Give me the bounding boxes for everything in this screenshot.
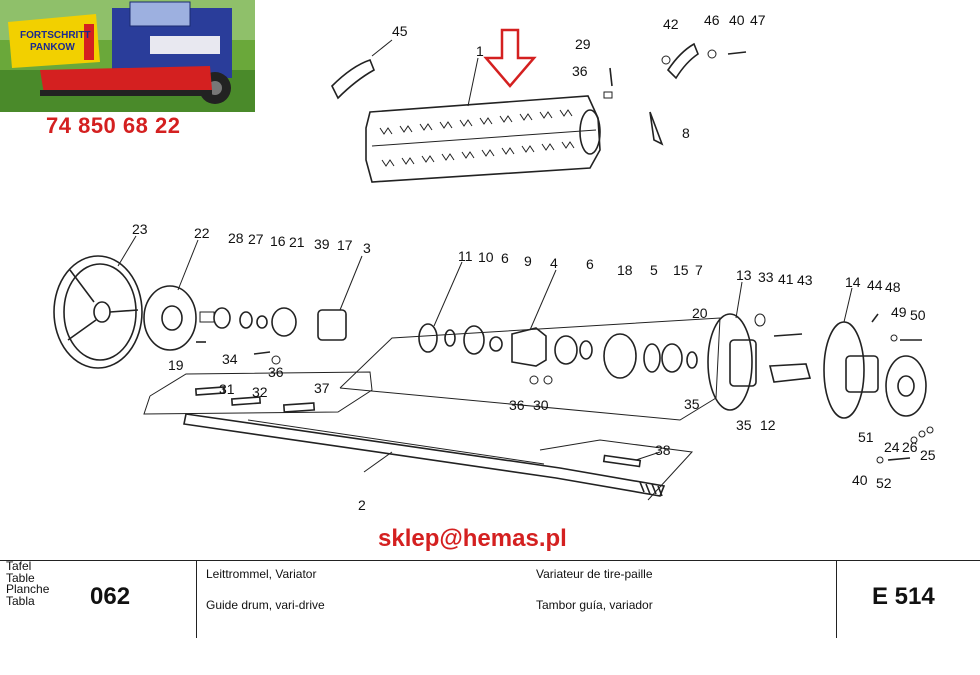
disc-14 (823, 321, 879, 419)
callout: 21 (289, 234, 305, 250)
down-arrow-icon (483, 28, 537, 88)
callout: 6 (501, 250, 509, 266)
divider (836, 561, 837, 638)
pulley-51 (885, 355, 927, 417)
divider (196, 561, 197, 638)
callout: 25 (920, 447, 936, 463)
shop-email[interactable]: sklep@hemas.pl (378, 525, 567, 552)
vari-drive-disc-13 (707, 313, 757, 411)
parts-diagram: 1 45 29 36 42 46 40 47 8 23 22 28 27 16 … (53, 12, 936, 513)
combine-harvester-image: FORTSCHRITT PANKOW (0, 0, 255, 112)
callout: 12 (760, 417, 776, 433)
callout: 26 (902, 439, 918, 455)
callout: 36 (509, 397, 525, 413)
callout: 49 (891, 304, 907, 320)
callout: 52 (876, 475, 892, 491)
callout: 1 (476, 43, 484, 59)
callout: 35 (684, 396, 700, 412)
title-fr: Variateur de tire-paille (536, 567, 653, 581)
callout: 7 (695, 262, 703, 278)
callout: 14 (845, 274, 861, 290)
callout: 51 (858, 429, 874, 445)
table-number: 062 (90, 583, 131, 610)
callout: 37 (314, 380, 330, 396)
callout: 6 (586, 256, 594, 272)
callout: 42 (663, 16, 679, 32)
table-label-group: Tafel Table Planche Tabla (6, 559, 50, 638)
callout: 3 (363, 240, 371, 256)
callout: 40 (729, 12, 745, 28)
callout: 15 (673, 262, 689, 278)
guide-drum (365, 95, 601, 183)
callout: 34 (222, 351, 238, 367)
callout: 38 (655, 442, 671, 458)
callout: 40 (852, 472, 868, 488)
part-8 (649, 111, 664, 146)
callout: 35 (736, 417, 752, 433)
callout: 29 (575, 36, 591, 52)
callout: 31 (219, 381, 235, 397)
callout: 8 (682, 125, 690, 141)
callout: 2 (358, 497, 366, 513)
callout: 10 (478, 249, 494, 265)
title-block: Tafel Table Planche Tabla 062 Leittromme… (0, 560, 980, 638)
callout: 24 (884, 439, 900, 455)
title-es: Tambor guía, variador (536, 598, 653, 612)
callout: 23 (132, 221, 148, 237)
pulley-22 (143, 285, 197, 351)
callout: 19 (168, 357, 184, 373)
callout: 36 (572, 63, 588, 79)
callout: 28 (228, 230, 244, 246)
callout: 33 (758, 269, 774, 285)
callout: 27 (248, 231, 264, 247)
callout: 50 (910, 307, 926, 323)
callout: 32 (252, 384, 268, 400)
part-45 (331, 59, 376, 100)
table-label-fr: Planche (6, 582, 50, 596)
callout: 11 (458, 248, 473, 264)
brand-line2: PANKOW (30, 42, 75, 53)
shaft-2 (183, 413, 666, 497)
callout: 30 (533, 397, 549, 413)
callout: 43 (797, 272, 813, 288)
pulley-23 (53, 255, 143, 369)
callout: 46 (704, 12, 720, 28)
callout: 17 (337, 237, 353, 253)
callout: 20 (692, 305, 708, 321)
callout: 16 (270, 233, 286, 249)
callout: 47 (750, 12, 766, 28)
phone-number: 74 850 68 22 (46, 113, 181, 138)
title-de: Leittrommel, Variator (206, 567, 317, 581)
callout-labels: 1 45 29 36 42 46 40 47 8 23 22 28 27 16 … (132, 12, 936, 513)
callout: 48 (885, 279, 901, 295)
leader-lines (117, 39, 853, 473)
callout: 5 (650, 262, 658, 278)
callout: 4 (550, 255, 558, 271)
callout: 9 (524, 253, 532, 269)
table-label-es: Tabla (6, 593, 35, 608)
brand-line1: FORTSCHRITT (20, 30, 91, 41)
callout: 41 (778, 271, 794, 287)
table-label-de: Tafel (6, 559, 32, 573)
callout: 45 (392, 23, 408, 39)
callout: 22 (194, 225, 210, 241)
callout: 44 (867, 277, 883, 293)
table-label-en: Table (6, 570, 35, 585)
part-46 (666, 42, 699, 80)
model-number: E 514 (872, 583, 935, 610)
promo-banner: FORTSCHRITT PANKOW (0, 0, 255, 112)
callout: 18 (617, 262, 633, 278)
callout: 36 (268, 364, 284, 380)
callout: 39 (314, 236, 330, 252)
title-en: Guide drum, vari-drive (206, 598, 325, 612)
callout: 13 (736, 267, 752, 283)
